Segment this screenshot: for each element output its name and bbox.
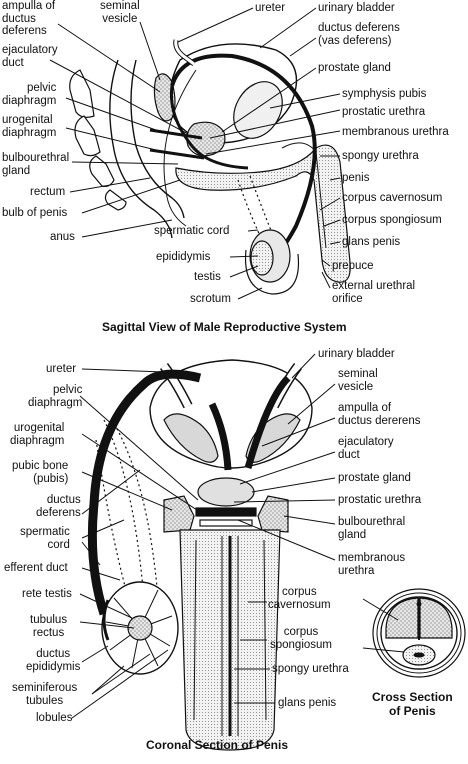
label-pelvic-diaphragm-coronal: pelvic diaphragm <box>28 384 83 409</box>
label-ampulla: ampulla of ductus deferens <box>2 0 56 37</box>
label-urinary-bladder-sagittal: urinary bladder <box>318 2 395 14</box>
caption-coronal: Coronal Section of Penis <box>146 738 289 752</box>
label-prostatic-urethra-coronal: prostatic urethra <box>338 494 422 506</box>
label-spermatic-cord-sagittal: spermatic cord <box>154 225 230 237</box>
label-rectum: rectum <box>30 186 66 198</box>
coronal-leaders <box>71 353 336 719</box>
label-glans-penis-coronal: glans penis <box>278 697 337 709</box>
label-ejaculatory-duct-sagittal: ejaculatory duct <box>2 44 58 69</box>
label-symphysis-pubis: symphysis pubis <box>342 88 427 100</box>
label-lobules: lobules <box>36 712 73 724</box>
label-membranous-urethra-sagittal: membranous urethra <box>342 126 449 138</box>
label-seminiferous-tubules: seminiferous tubules <box>12 682 78 707</box>
pubic-bone-right <box>257 495 289 533</box>
label-testis: testis <box>194 271 221 283</box>
label-corpus-cavernosum-coronal: corpus cavernosum <box>268 586 331 611</box>
epididymis-shape <box>250 240 274 276</box>
label-seminal-vesicle: seminal vesicle <box>100 0 140 25</box>
label-prepuce: prepuce <box>332 260 374 272</box>
sagittal-leaders <box>49 7 341 300</box>
pubic-bone-left <box>163 495 195 533</box>
coronal-diagram <box>87 359 313 751</box>
caption-cross-section: Cross Section of Penis <box>372 690 453 718</box>
label-penis: penis <box>342 172 370 184</box>
scrotum-shape <box>244 249 300 295</box>
label-scrotum: scrotum <box>190 293 231 305</box>
label-urogenital-diaphragm-coronal: urogenital diaphragm <box>10 422 65 447</box>
label-external-urethral-orifice: external urethral orifice <box>332 280 416 305</box>
label-prostate-gland-coronal: prostate gland <box>338 472 411 484</box>
ductus-deferens-shape <box>170 53 317 268</box>
label-bulb-of-penis: bulb of penis <box>2 207 68 219</box>
label-spermatic-cord-coronal: spermatic cord <box>20 526 70 551</box>
label-efferent-duct: efferent duct <box>4 562 68 574</box>
label-corpus-spongiosum-coronal: corpus spongiosum <box>270 626 333 651</box>
label-spongy-urethra-coronal: spongy urethra <box>272 663 349 675</box>
label-pubic-bone: pubic bone (pubis) <box>12 460 69 485</box>
label-anus: anus <box>50 231 75 243</box>
label-rete-testis: rete testis <box>22 588 72 600</box>
label-bulbourethral-gland-sagittal: bulbourethral gland <box>2 152 70 177</box>
penis-shape <box>175 144 351 283</box>
label-ductus-deferens-sagittal: ductus deferens (vas deferens) <box>318 22 400 47</box>
label-epididymis: epididymis <box>156 251 211 263</box>
symphysis-shape <box>233 81 283 139</box>
label-pelvic-diaphragm-sagittal: pelvic diaphragm <box>2 82 57 107</box>
label-tubulus-rectus: tubulus rectus <box>30 614 68 639</box>
label-urogenital-diaphragm-sagittal: urogenital diaphragm <box>2 114 57 139</box>
label-seminal-vesicle-coronal: seminal vesicle <box>338 368 378 393</box>
label-glans-penis-sagittal: glans penis <box>342 236 401 248</box>
sacrum <box>69 69 127 211</box>
caption-sagittal: Sagittal View of Male Reproductive Syste… <box>102 320 347 334</box>
coronal-ductus-deferens <box>87 369 202 616</box>
label-urinary-bladder-coronal: urinary bladder <box>318 348 395 360</box>
label-ampulla-coronal: ampulla of ductus dererens <box>338 402 421 427</box>
label-corpus-cavernosum-sagittal: corpus cavernosum <box>342 192 443 204</box>
cross-section-diagram <box>362 588 466 678</box>
label-prostate-gland-sagittal: prostate gland <box>318 62 391 74</box>
label-bulbourethral-gland-coronal: bulbourethral gland <box>338 516 406 541</box>
label-ductus-deferens-coronal: ductus deferens <box>36 494 81 519</box>
label-ductus-epididymis: ductus epididymis <box>26 648 81 673</box>
label-ureter-sagittal: ureter <box>255 2 286 14</box>
label-spongy-urethra-sagittal: spongy urethra <box>342 150 419 162</box>
label-corpus-spongiosum-sagittal: corpus spongiosum <box>342 214 442 226</box>
prostate-shape <box>186 121 226 157</box>
label-ejaculatory-duct-coronal: ejaculatory duct <box>338 436 394 461</box>
label-ureter-coronal: ureter <box>46 363 77 375</box>
sagittal-diagram <box>69 39 351 295</box>
label-membranous-urethra-coronal: membranous urethra <box>338 552 406 577</box>
label-prostatic-urethra-sagittal: prostatic urethra <box>342 106 426 118</box>
